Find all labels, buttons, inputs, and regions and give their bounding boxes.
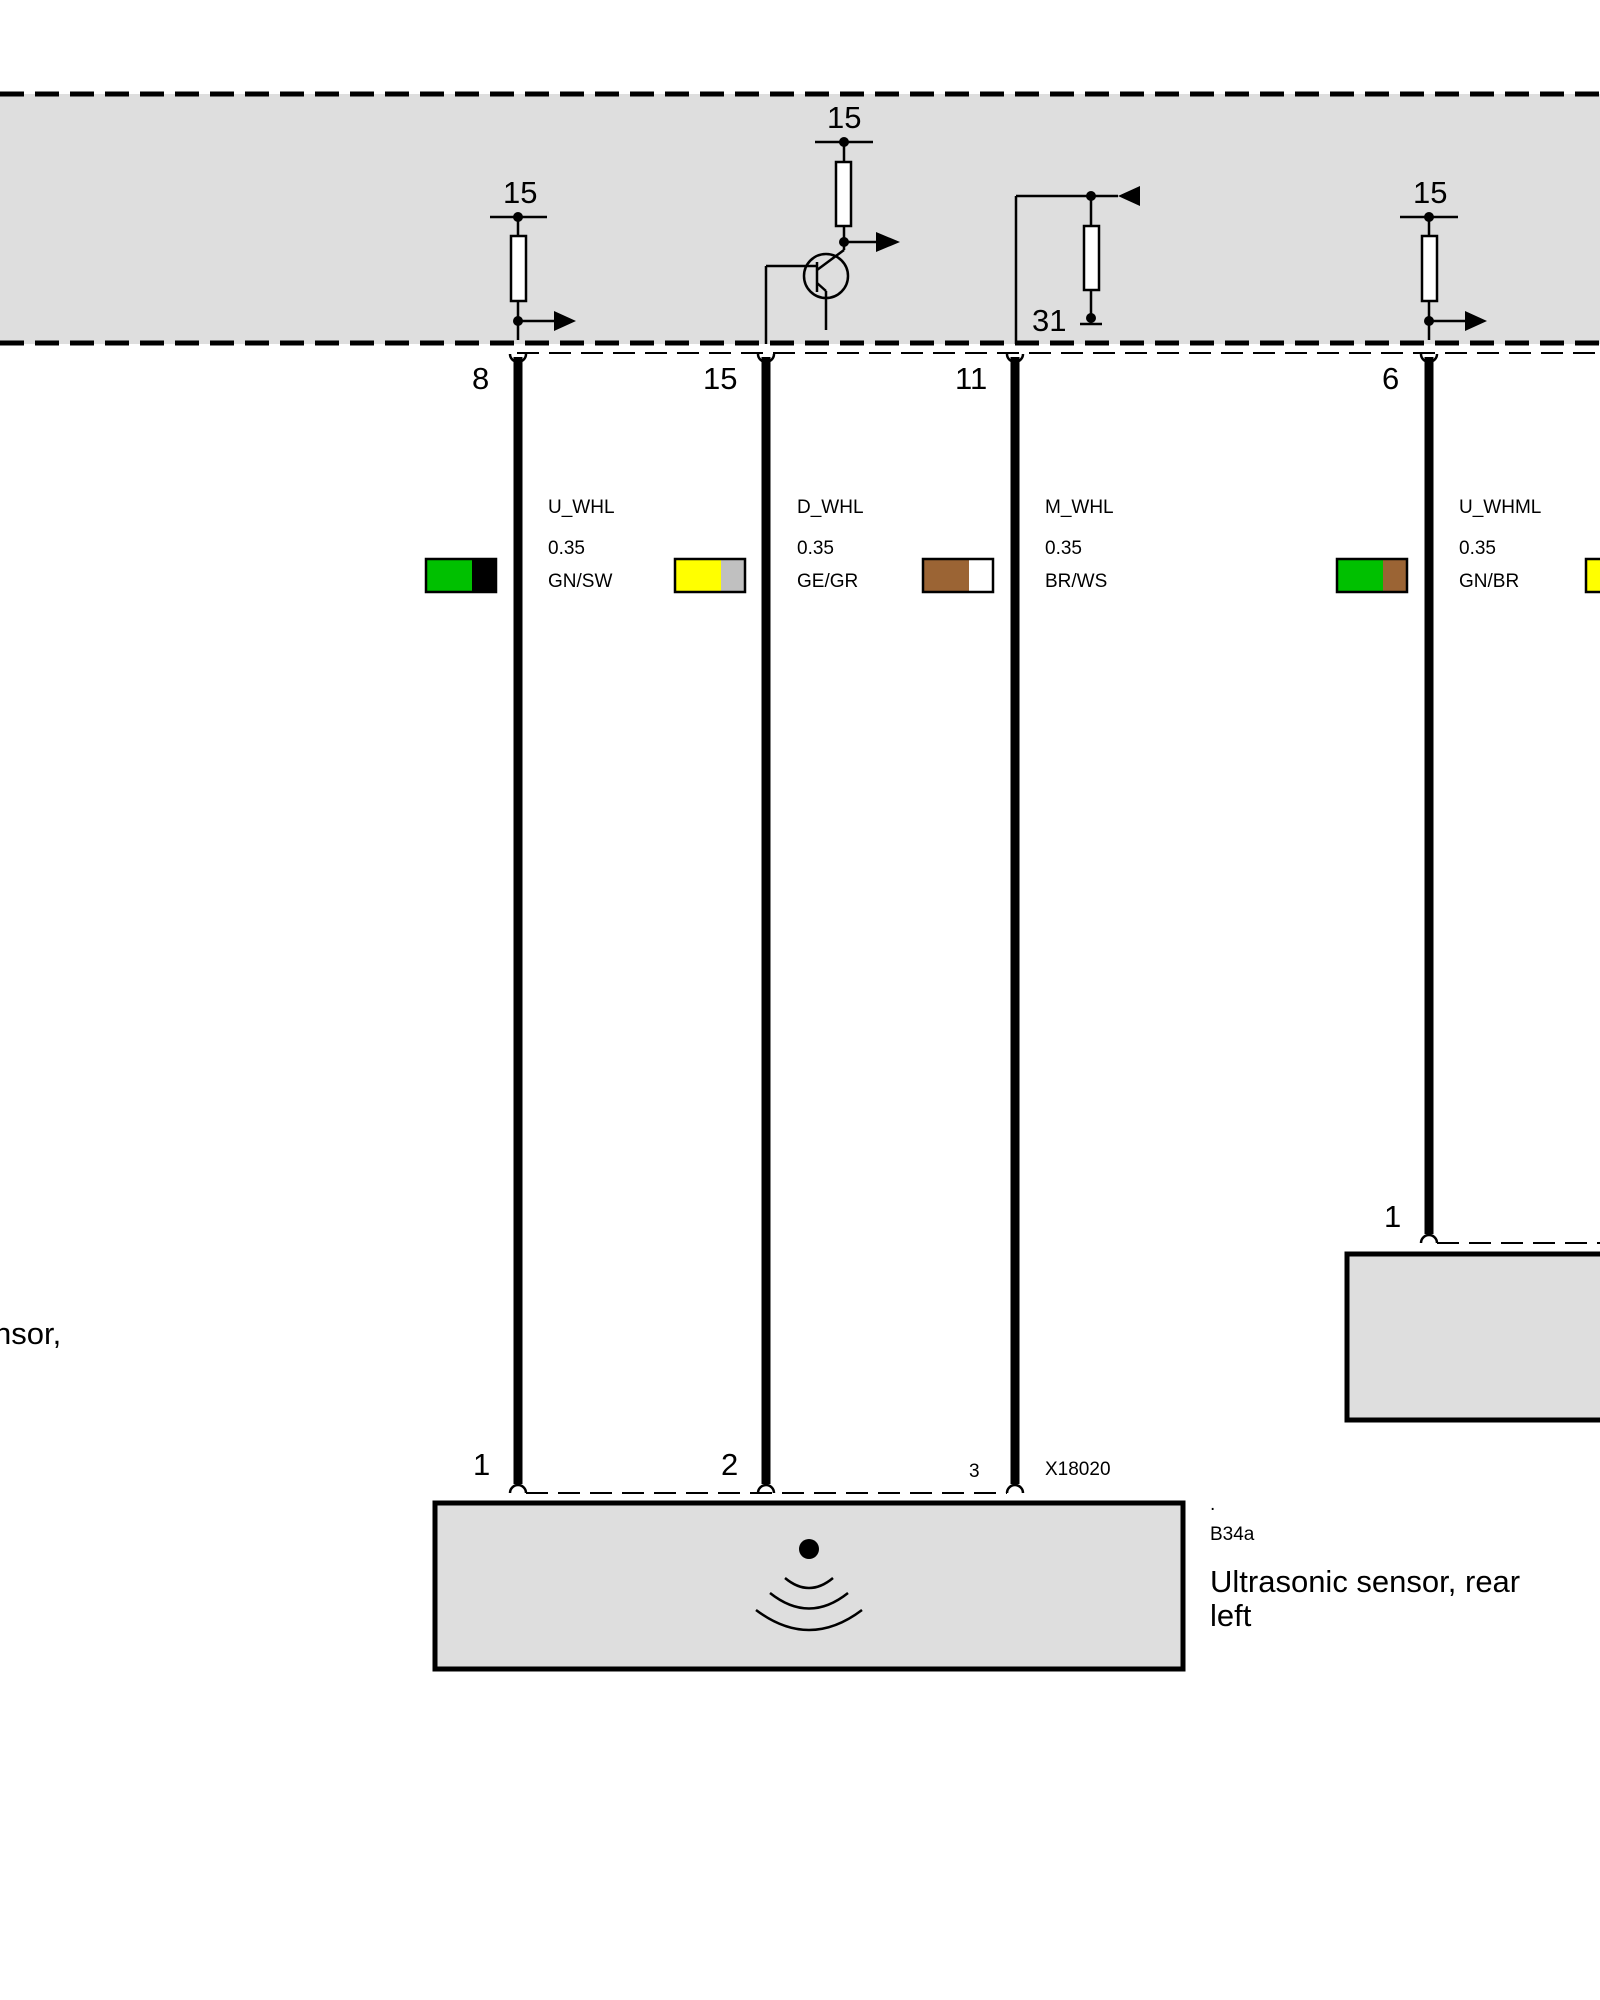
resistor-icon: [1082, 224, 1101, 292]
input-arrow-icon: [1118, 186, 1140, 206]
pin-top-15: 15: [703, 361, 737, 396]
pullup-circuit-pin6: 15: [1400, 175, 1487, 340]
control-unit-panel: [0, 94, 1600, 344]
sensor-id: B34a: [1210, 1524, 1255, 1545]
wire-u-whl: 8 U_WHL 0.35 GN/SW 1: [424, 353, 615, 1494]
connector-label: X18020: [1045, 1459, 1111, 1480]
pin-top-8: 8: [472, 361, 489, 396]
sensor-box: [432, 1500, 1186, 1672]
resistor-icon: [509, 234, 528, 303]
wire-gauge: 0.35: [797, 538, 834, 559]
color-code: BR/WS: [1045, 571, 1107, 592]
wire-color-swatch-partial: [1584, 557, 1600, 594]
wire-color-swatch: [1335, 557, 1409, 594]
supply-label-15-c: 15: [1413, 175, 1447, 210]
wire-gauge: 0.35: [1459, 538, 1496, 559]
ultrasonic-wave-icon: [755, 1539, 863, 1632]
wire-color-swatch: [424, 557, 498, 594]
pin-bottom-1-right: 1: [1384, 1199, 1401, 1234]
wire-color-swatch: [921, 557, 995, 594]
signal-label: U_WHL: [548, 497, 615, 518]
pulldown-circuit-pin11: 31: [1014, 186, 1140, 344]
sensor-dot: .: [1210, 1494, 1215, 1515]
sensor-name-line1: Ultrasonic sensor, rear: [1210, 1564, 1520, 1599]
resistor-icon: [834, 160, 853, 228]
wire-gauge: 0.35: [548, 538, 585, 559]
supply-label-15: 15: [503, 175, 537, 210]
signal-label: M_WHL: [1045, 497, 1114, 518]
wire-d-whl: 15 D_WHL 0.35 GE/GR 2: [673, 353, 864, 1494]
right-sensor-box: [1344, 1251, 1600, 1423]
pin-bottom-3: 3: [969, 1461, 980, 1482]
color-code: GN/SW: [548, 571, 612, 592]
wire-color-swatch: [673, 557, 747, 594]
pin-top-11: 11: [955, 361, 987, 396]
color-code: GN/BR: [1459, 571, 1519, 592]
color-code: GE/GR: [797, 571, 858, 592]
supply-label-15-b: 15: [827, 100, 861, 135]
signal-label: D_WHL: [797, 497, 864, 518]
pin-bottom-2: 2: [721, 1447, 738, 1482]
output-arrow-icon: [876, 232, 900, 252]
output-arrow-icon: [554, 311, 576, 331]
wire-u-whml: 6 U_WHML 0.35 GN/BR 1: [1335, 353, 1541, 1244]
wire-m-whl: 11 M_WHL 0.35 BR/WS 3: [921, 353, 1114, 1494]
pin-top-6: 6: [1382, 361, 1399, 396]
signal-label: U_WHML: [1459, 497, 1541, 518]
left-sensor-label-partial: nsor,: [0, 1316, 61, 1351]
output-arrow-icon: [1465, 311, 1487, 331]
resistor-icon: [1420, 234, 1439, 303]
ground-label-31: 31: [1032, 303, 1066, 338]
pin-bottom-1: 1: [473, 1447, 490, 1482]
sensor-name-line2: left: [1210, 1598, 1252, 1633]
wire-gauge: 0.35: [1045, 538, 1082, 559]
pullup-circuit-pin8: 15: [490, 175, 576, 340]
transistor-circuit-pin15: 15: [764, 100, 900, 344]
